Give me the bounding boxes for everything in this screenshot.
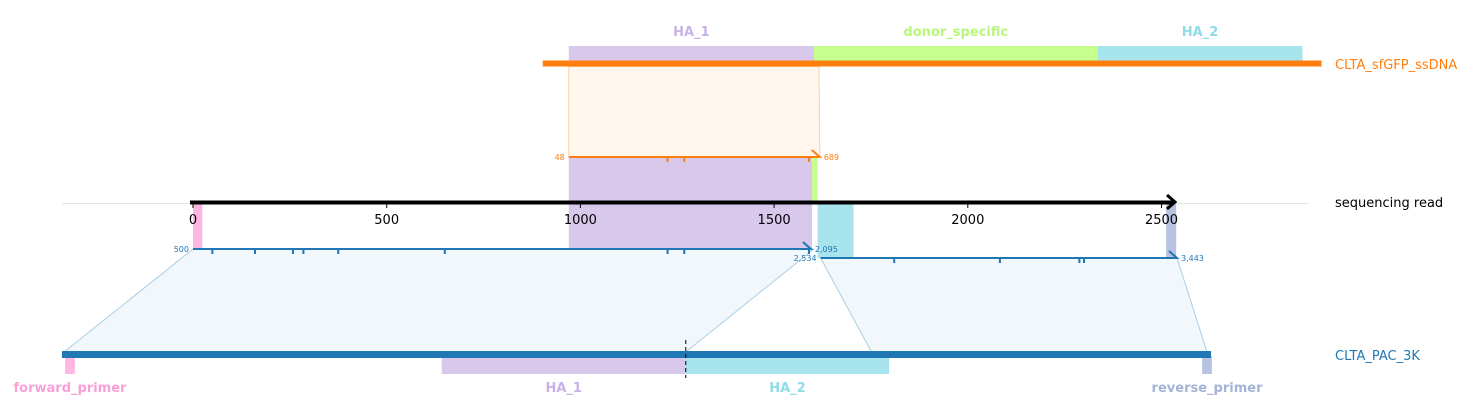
genome-alignment-1-ticks (211, 249, 810, 254)
read-forward-primer-feature (193, 203, 203, 249)
genome-alignment-1: 500 2,095 (174, 241, 838, 254)
axis-tick-label-1000: 1000 (564, 213, 597, 228)
genome-alignment-1-shading (62, 248, 816, 353)
genome-track-label: CLTA_PAC_3K (1335, 349, 1420, 364)
genome-alignment-2: 2,534 3,443 (794, 250, 1204, 263)
donor-alignment: 48 689 (555, 149, 839, 162)
genome-alignment-1-arrow-icon (802, 241, 814, 250)
donor-alignment-arrow-icon (811, 149, 823, 158)
donor-specific-feature (814, 46, 1098, 63)
genome-track: forward_primer HA_1 HA_2 reverse_primer … (14, 340, 1420, 396)
read-arrow-icon (1166, 193, 1178, 211)
genome-ha2-feature (685, 356, 890, 374)
donor-alignment-ticks (666, 157, 810, 162)
genome-alignment-1-end-label: 2,095 (815, 245, 838, 254)
read-track: sequencing read 0 500 1000 1500 2000 250… (189, 157, 1443, 258)
donor-alignment-end-label: 689 (824, 153, 839, 162)
axis-tick-label-2000: 2000 (951, 213, 984, 228)
axis-tick-label-500: 500 (374, 213, 399, 228)
donor-ha2-feature (1097, 46, 1303, 63)
donor-alignment-start-label: 48 (555, 153, 565, 162)
genome-alignment-2-ticks (893, 258, 1086, 263)
axis-tick-label-2500: 2500 (1145, 213, 1178, 228)
donor-ha1-label: HA_1 (673, 25, 710, 40)
read-ha2-feature (817, 203, 854, 258)
donor-specific-label: donor_specific (903, 25, 1008, 40)
axis-tick-label-1500: 1500 (758, 213, 791, 228)
alignment-shading (62, 66, 1208, 353)
read-reverse-primer-feature (1166, 203, 1177, 258)
donor-track: HA_1 donor_specific HA_2 CLTA_sfGFP_ssDN… (542, 25, 1457, 73)
forward-primer-label: forward_primer (14, 381, 128, 396)
genome-ha1-feature (441, 356, 686, 374)
read-donor-feature (812, 157, 818, 203)
genome-alignment-2-shading (819, 257, 1208, 353)
genome-reverse-primer-feature (1202, 356, 1212, 374)
genome-ha2-label: HA_2 (769, 381, 806, 396)
donor-ha2-label: HA_2 (1182, 25, 1219, 40)
genome-ha1-label: HA_1 (545, 381, 582, 396)
axis-tick-label-0: 0 (189, 213, 197, 228)
genome-alignment-2-arrow-icon (1168, 250, 1180, 259)
read-track-label: sequencing read (1335, 196, 1443, 211)
donor-track-label: CLTA_sfGFP_ssDNA (1335, 58, 1457, 73)
donor-alignment-shading (568, 66, 821, 158)
axis-ticks: 0 500 1000 1500 2000 2500 (189, 203, 1178, 228)
genome-forward-primer-feature (65, 356, 75, 374)
donor-ha1-feature (568, 46, 815, 63)
genome-alignment-1-start-label: 500 (174, 245, 189, 254)
reverse-primer-label: reverse_primer (1152, 381, 1264, 396)
genome-alignment-2-start-label: 2,534 (794, 254, 817, 263)
genome-alignment-2-end-label: 3,443 (1181, 254, 1204, 263)
